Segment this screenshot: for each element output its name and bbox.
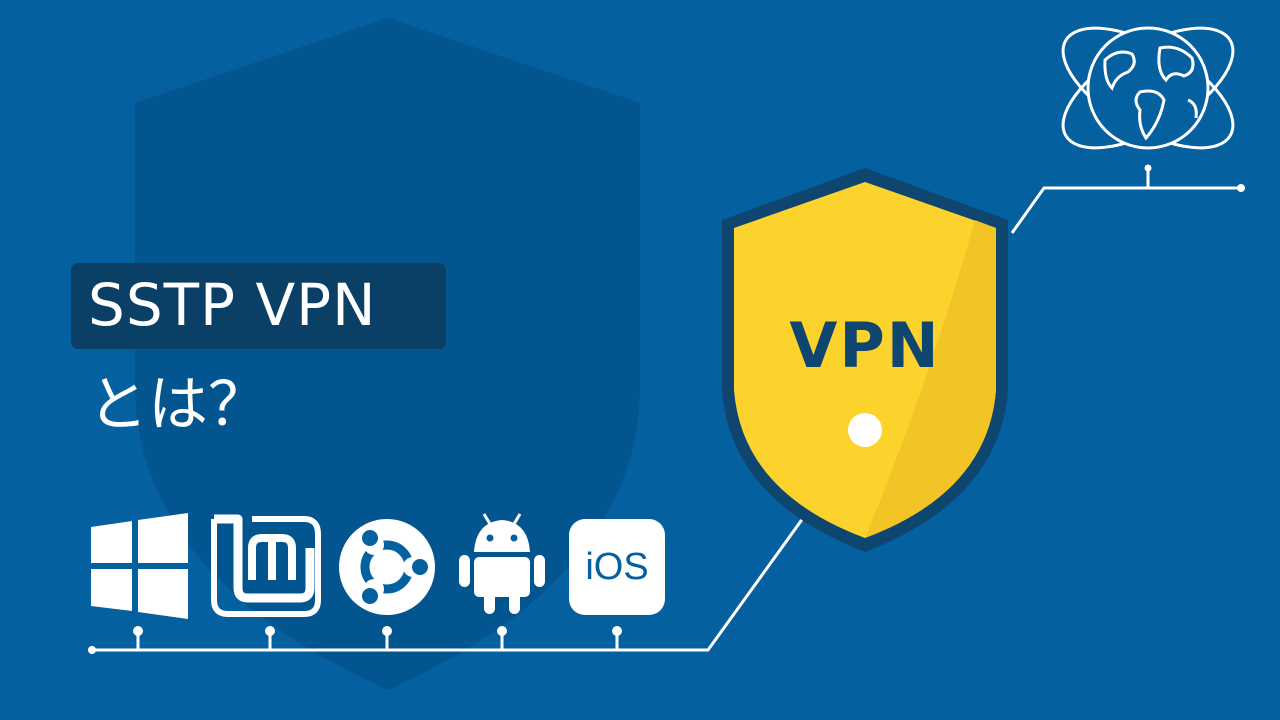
page-subtitle: とは？ — [88, 370, 268, 440]
page-title: SSTP VPN — [88, 271, 377, 339]
internet-connection-line — [1010, 186, 1241, 234]
ios-logo-label: iOS — [585, 545, 649, 588]
android-logo — [459, 513, 545, 614]
globe-icon — [1061, 26, 1235, 150]
title-highlight-box — [71, 263, 446, 349]
ubuntu-logo — [339, 519, 435, 615]
platform-connectors — [133, 626, 622, 650]
vpn-shield — [722, 168, 1008, 552]
line-start-dot — [88, 646, 96, 654]
ios-logo — [569, 519, 665, 615]
linux-mint-logo — [211, 514, 321, 617]
shield-vpn-label: VPN — [789, 308, 941, 382]
shield-connector-dot — [848, 413, 882, 447]
windows-logo — [91, 513, 188, 619]
line-end-dot — [1237, 184, 1245, 192]
